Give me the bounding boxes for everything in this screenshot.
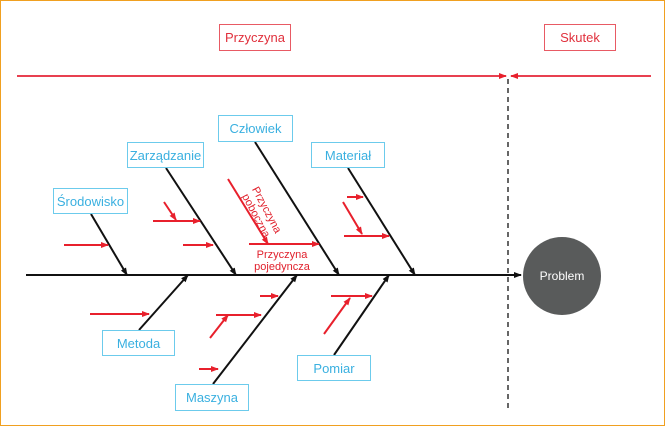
category-label: Człowiek (229, 121, 282, 136)
category-label: Zarządzanie (129, 147, 202, 163)
subcause-arrow (209, 314, 229, 339)
subcause-arrow (342, 201, 363, 235)
subcause-arrow (323, 297, 351, 335)
category-metoda: Metoda (102, 330, 175, 356)
category-label: Środowisko (56, 193, 125, 209)
effect-header-box: Skutek (544, 24, 616, 51)
bone-czlowiek (254, 141, 340, 276)
category-label: Materiał (324, 147, 372, 163)
category-pomiar: Pomiar (297, 355, 371, 381)
effect-header-label: Skutek (560, 30, 600, 45)
cause-header-label: Przyczyna (225, 30, 285, 45)
category-zarzadzanie: Zarządzanie (127, 142, 204, 168)
category-material: Materiał (311, 142, 385, 168)
bone-maszyna (212, 274, 298, 385)
bone-material (347, 167, 416, 276)
category-maszyna: Maszyna (175, 384, 249, 411)
category-label: Metoda (116, 335, 161, 351)
bone-metoda (138, 274, 189, 331)
category-srodowisko: Środowisko (53, 188, 128, 214)
subcause-arrow (163, 201, 177, 221)
subcause-arrow (227, 178, 269, 245)
single-cause-label: Przyczyna pojedyncza (247, 249, 317, 273)
bone-zarzadzanie (165, 167, 237, 276)
category-label: Pomiar (313, 360, 355, 376)
cause-header-box: Przyczyna (219, 24, 291, 51)
category-czlowiek: Człowiek (218, 115, 293, 142)
problem-circle: Problem (523, 237, 601, 315)
single-cause-text: Przyczyna pojedyncza (254, 249, 310, 273)
problem-label: Problem (539, 269, 585, 283)
bone-srodowisko (90, 213, 128, 276)
category-label: Maszyna (185, 390, 239, 405)
bone-pomiar (333, 274, 390, 356)
